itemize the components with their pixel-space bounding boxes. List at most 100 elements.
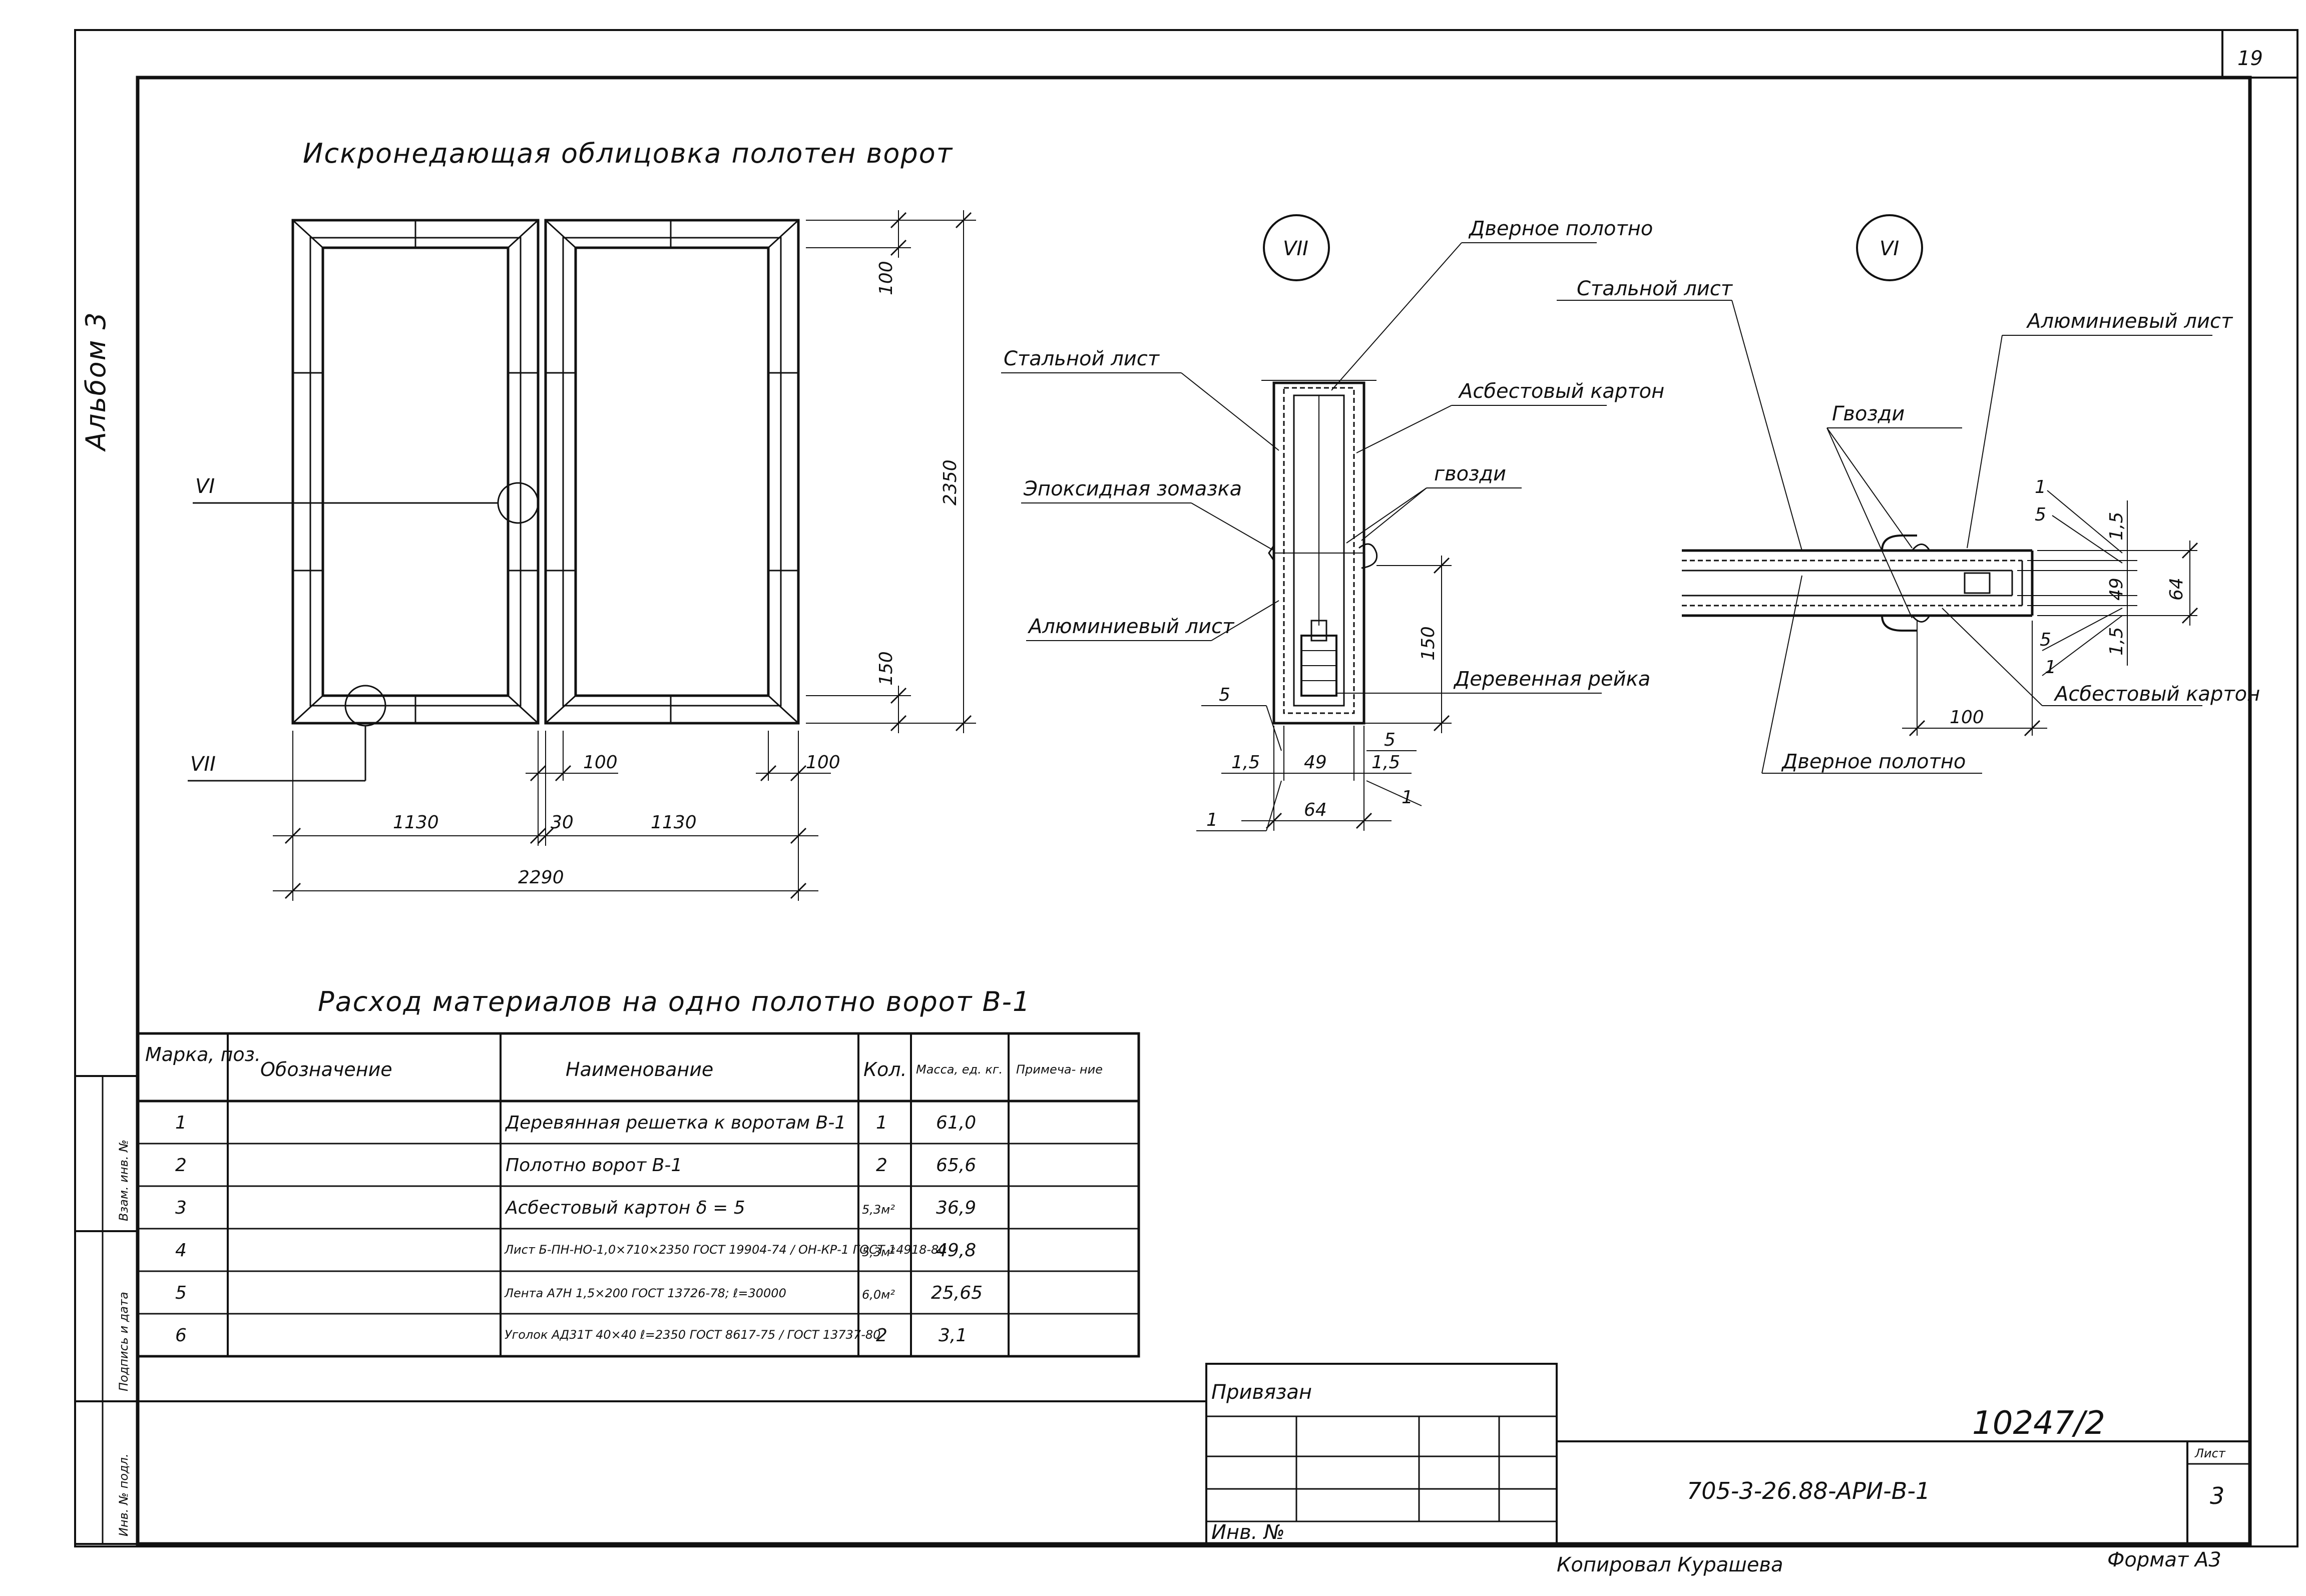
table-row-1-mass: 61,0 xyxy=(936,1113,976,1133)
dim-64-vii: 64 xyxy=(1304,800,1327,820)
table-row-3-pos: 3 xyxy=(175,1198,187,1218)
elevation-dimensions: 100 2350 150 100 100 1130 30 1130 2290 xyxy=(273,210,976,901)
dim-15b-vi: 1,5 xyxy=(2106,627,2127,656)
header-pos: Марка, поз. xyxy=(145,1043,261,1066)
dim-5a-vii: 5 xyxy=(1219,685,1230,705)
dim-width-left: 1130 xyxy=(393,812,439,833)
callout-circle-vi xyxy=(497,482,539,524)
left-leaf-outer xyxy=(291,219,540,725)
header-designation: Обозначение xyxy=(260,1058,392,1081)
page-number-box xyxy=(2221,29,2298,79)
section-vi-marker: VI xyxy=(1880,237,1899,260)
callout-label-vii: VII xyxy=(190,753,216,776)
table-row-1-qty: 1 xyxy=(876,1113,887,1133)
label-door-leaf-vii: Дверное полотно xyxy=(1468,217,1653,240)
header-qty: Кол. xyxy=(863,1058,907,1081)
dim-total: 2290 xyxy=(518,867,564,888)
table-row-2-name: Полотно ворот В-1 xyxy=(506,1155,682,1176)
table-row-1-name: Деревянная решетка к воротам В-1 xyxy=(505,1113,846,1133)
dim-5a-vi: 5 xyxy=(2035,504,2046,525)
dim-inset-right: 100 xyxy=(806,752,840,773)
dim-gap: 30 xyxy=(551,812,574,833)
table-row-5-name: Лента А7Н 1,5×200 ГОСТ 13726-78; ℓ=30000 xyxy=(504,1286,786,1300)
dim-1b-vi: 1 xyxy=(2045,657,2056,678)
callout-label-vi: VI xyxy=(195,475,215,498)
section-vii-marker: VII xyxy=(1283,237,1308,260)
dim-1b-vii: 1 xyxy=(1402,787,1413,808)
title-block: Привязан Инв. № 10247/2 705-3-26.88-АРИ-… xyxy=(138,1363,2251,1545)
table-row-2-qty: 2 xyxy=(876,1155,887,1176)
header-name: Наименование xyxy=(566,1058,713,1081)
table-row-1-pos: 1 xyxy=(175,1113,187,1133)
side-stamp: Взам. инв. № Подпись и дата Инв. № подл. xyxy=(74,1075,139,1545)
section-vi-marker-circle xyxy=(1856,214,1923,281)
dim-1a-vii: 1 xyxy=(1206,810,1218,830)
format-label: Формат А3 xyxy=(2107,1548,2221,1571)
label-nails-vi: Гвозди xyxy=(1832,402,1905,425)
left-leaf-panel xyxy=(321,246,510,697)
table-row-2-pos: 2 xyxy=(175,1155,187,1176)
table-row-4-mass: 49,8 xyxy=(936,1240,976,1261)
header-mass: Масса, ед. кг. xyxy=(916,1062,1003,1077)
stamp-inv-original: Инв. № подл. xyxy=(117,1453,131,1536)
outer-frame xyxy=(74,29,2298,1547)
dim-width-right: 1130 xyxy=(651,812,697,833)
drawing-code: 705-3-26.88-АРИ-В-1 xyxy=(1687,1477,1930,1504)
gate-elevation: VI VII xyxy=(188,219,800,782)
materials-table: Марка, поз. Обозначение Наименование Кол… xyxy=(136,1032,1140,1358)
right-leaf-panel xyxy=(574,246,770,697)
section-vii: VII Дверное полотно Стальной лист А xyxy=(1001,214,1664,831)
linked-label: Привязан xyxy=(1211,1381,1312,1404)
dim-49-vii: 49 xyxy=(1304,752,1327,773)
archive-number: 10247/2 xyxy=(1972,1405,2105,1442)
label-asbestos-vi: Асбестовый картон xyxy=(2053,683,2260,706)
label-nails-vii: гвозди xyxy=(1434,462,1506,485)
table-row-4-qty: 5,3м² xyxy=(862,1245,895,1259)
table-row-4-pos: 4 xyxy=(175,1240,187,1261)
inner-frame xyxy=(136,76,2252,1546)
dim-height-2350: 2350 xyxy=(940,459,961,505)
stamp-replaced-inv: Взам. инв. № xyxy=(117,1140,131,1221)
inv-label: Инв. № xyxy=(1211,1521,1285,1544)
drawing-title: Искронедающая облицовка полотен ворот xyxy=(303,138,953,169)
table-row-4-name: Лист Б-ПН-НО-1,0×710×2350 ГОСТ 19904-74 … xyxy=(504,1243,947,1257)
label-wood-rail-vii: Деревенная рейка xyxy=(1453,668,1650,691)
dim-150-vii: 150 xyxy=(1418,626,1439,661)
header-note: Примеча- ние xyxy=(1016,1062,1103,1077)
table-row-5-mass: 25,65 xyxy=(931,1283,983,1303)
table-row-3-qty: 5,3м² xyxy=(862,1203,895,1217)
dim-49-vi: 49 xyxy=(2106,578,2127,601)
page-number: 19 xyxy=(2237,47,2263,70)
stamp-signature-date: Подпись и дата xyxy=(117,1292,131,1391)
dim-bottom-150: 150 xyxy=(876,651,896,686)
table-row-6-mass: 3,1 xyxy=(939,1325,967,1346)
table-row-5-qty: 6,0м² xyxy=(862,1288,895,1302)
label-asbestos-vii: Асбестовый картон xyxy=(1458,380,1664,403)
album-label: Альбом 3 xyxy=(80,311,112,452)
dim-100-vi: 100 xyxy=(1950,707,1984,728)
table-title: Расход материалов на одно полотно ворот … xyxy=(318,986,1031,1017)
dim-64-vi: 64 xyxy=(2166,578,2187,601)
label-epoxy-vii: Эпоксидная зомазка xyxy=(1023,477,1242,500)
sheet-number: 3 xyxy=(2210,1482,2224,1509)
section-vii-marker-circle xyxy=(1263,214,1330,281)
dim-1a-vi: 1 xyxy=(2035,477,2046,497)
table-row-2-mass: 65,6 xyxy=(936,1155,976,1176)
table-row-5-pos: 5 xyxy=(175,1283,187,1303)
dim-15b-vii: 1,5 xyxy=(1371,752,1400,773)
table-row-6-pos: 6 xyxy=(175,1325,187,1346)
dim-15a-vii: 1,5 xyxy=(1231,752,1260,773)
label-aluminum-vii: Алюминиевый лист xyxy=(1027,615,1235,638)
dim-5b-vi: 5 xyxy=(2040,630,2051,650)
copied-by: Копировал Курашева xyxy=(1557,1553,1783,1576)
label-door-leaf-vi: Дверное полотно xyxy=(1781,750,1966,773)
table-row-3-name: Асбестовый картон δ = 5 xyxy=(505,1198,745,1218)
dim-5b-vii: 5 xyxy=(1384,730,1396,750)
table-row-3-mass: 36,9 xyxy=(936,1198,976,1218)
dim-15a-vi: 1,5 xyxy=(2106,512,2127,541)
label-steel-sheet-vii: Стальной лист xyxy=(1004,347,1160,370)
table-row-6-name: Уголок АД31Т 40×40 ℓ=2350 ГОСТ 8617-75 /… xyxy=(505,1328,880,1342)
dim-top-100: 100 xyxy=(876,261,896,295)
section-vi: VI Стальной лист Алюминиевый лист Гвозди… xyxy=(1557,214,2260,774)
